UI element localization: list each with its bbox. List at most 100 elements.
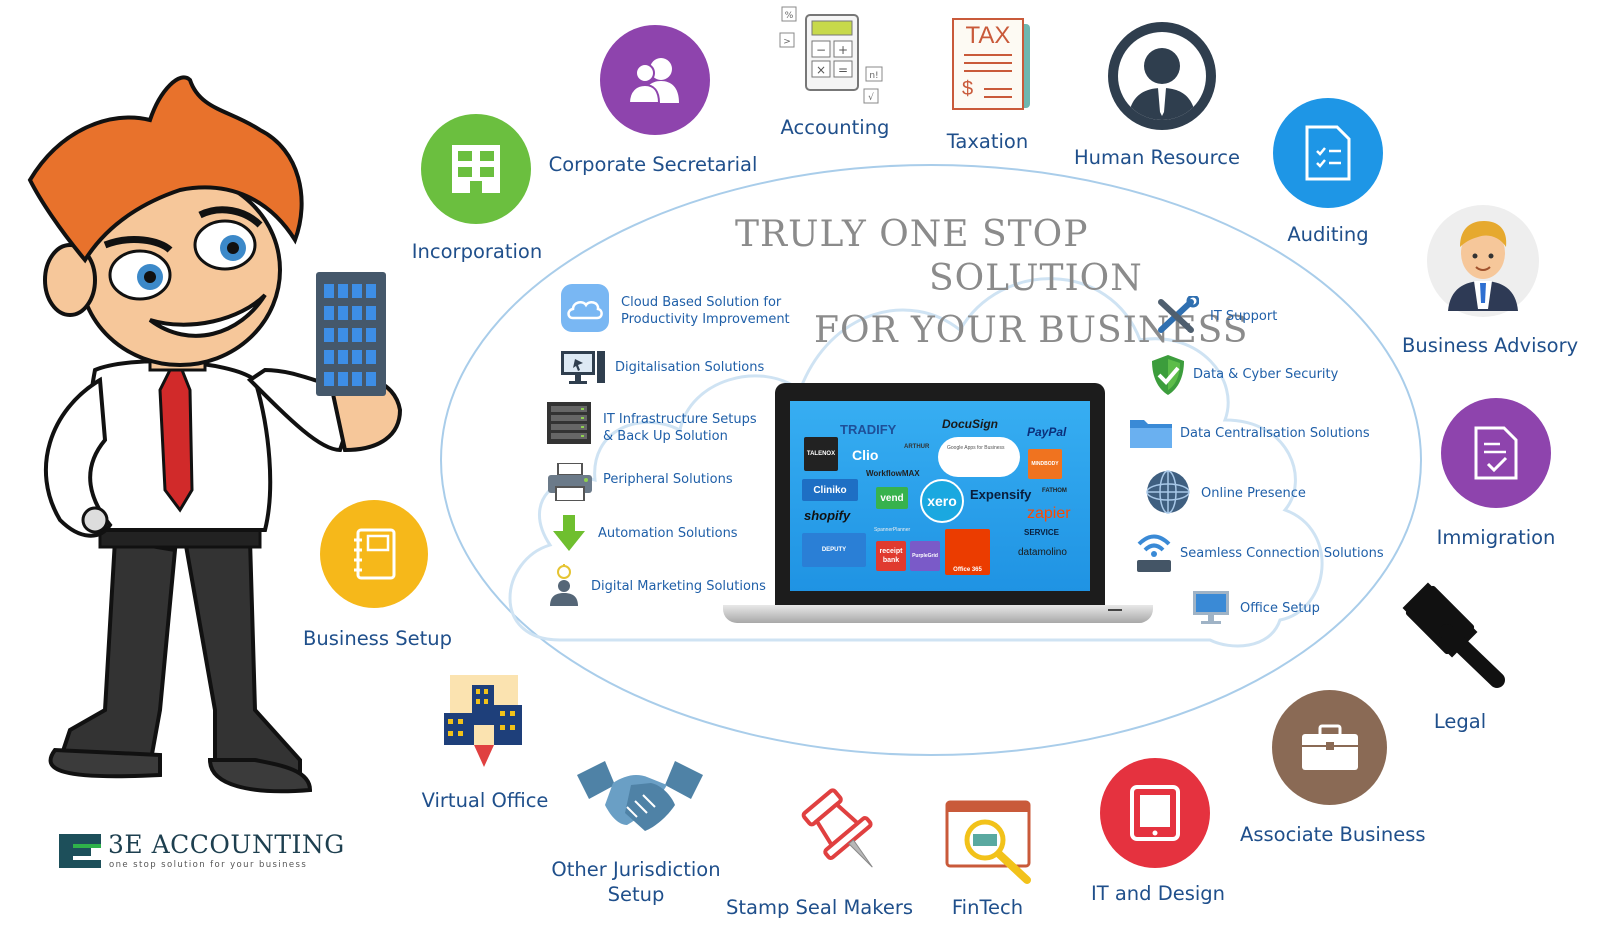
- tax-icon-text: TAX: [965, 22, 1011, 49]
- service-label-other-jurisdiction: Other Jurisdiction Setup: [548, 858, 724, 908]
- brand-tagline: one stop solution for your business: [109, 860, 308, 870]
- service-label-stamp-seal-makers: Stamp Seal Makers: [726, 896, 914, 919]
- solution-office-setup: Office Setup: [1240, 601, 1320, 616]
- globe-icon: [1146, 470, 1190, 514]
- svg-text:+: +: [838, 43, 848, 57]
- virtual-office-icon: [444, 675, 522, 767]
- brand-fathom: FATHOM: [1042, 488, 1067, 494]
- service-label-virtual-office: Virtual Office: [421, 789, 549, 812]
- brand-talenox: TALENOX: [804, 437, 838, 471]
- google-apps-cloud: [938, 437, 1020, 477]
- cartoon-businessman: [27, 75, 403, 794]
- solution-it-infra-line2: & Back Up Solution: [603, 429, 728, 444]
- svg-text:×: ×: [816, 63, 826, 77]
- brand-spanner: SpannerPlanner: [874, 527, 911, 533]
- laptop-base: [723, 605, 1153, 623]
- other-jurisdiction-line2: Setup: [607, 882, 665, 906]
- brand-name: 3E ACCOUNTING: [108, 830, 345, 859]
- headline-line2: Solution: [929, 258, 1143, 299]
- brand-service: SERVICE: [1024, 528, 1059, 537]
- solution-automation: Automation Solutions: [598, 526, 738, 541]
- solution-it-support: IT Support: [1210, 309, 1278, 324]
- svg-text:√: √: [868, 92, 874, 103]
- brand-zapier: zapier: [1027, 505, 1071, 522]
- incorporation-icon: [421, 114, 531, 224]
- cloud-icon: [561, 284, 609, 332]
- brand-vend: vend: [876, 487, 908, 509]
- solution-cloud-line1: Cloud Based Solution for: [621, 295, 782, 310]
- brand-mindbody: MINDBODY: [1028, 449, 1062, 479]
- associate-business-icon: [1272, 690, 1387, 805]
- person-avatar-icon: [1108, 22, 1216, 130]
- server-rack-icon: [547, 402, 591, 444]
- other-jurisdiction-line1: Other Jurisdiction: [551, 858, 721, 881]
- service-label-auditing: Auditing: [1287, 223, 1369, 246]
- building-icon: [316, 272, 386, 396]
- 3e-logo-mark: [59, 834, 101, 868]
- service-label-fintech: FinTech: [951, 896, 1024, 919]
- printer-icon: [548, 463, 592, 501]
- brand-office365: Office 365: [945, 529, 990, 575]
- pushpin-icon: [801, 788, 873, 868]
- service-label-taxation: Taxation: [946, 130, 1029, 153]
- tax-document-icon: TAX $: [952, 18, 1032, 110]
- it-support-tools-icon: [1158, 296, 1199, 333]
- corporate-secretarial-icon: [600, 25, 710, 135]
- business-advisor-avatar: [1427, 205, 1539, 317]
- svg-text:=: =: [838, 63, 848, 77]
- laptop-screen: TRADIFY DocuSign PayPal TALENOX Clio ART…: [790, 401, 1090, 591]
- svg-text:>: >: [783, 37, 791, 47]
- brand-arthur: ARTHUR: [904, 444, 930, 450]
- solution-data-cyber: Data & Cyber Security: [1193, 367, 1339, 382]
- service-label-accounting: Accounting: [780, 116, 890, 139]
- business-setup-icon: [320, 500, 428, 608]
- solution-data-centralisation: Data Centralisation Solutions: [1180, 426, 1370, 441]
- brand-paypal: PayPal: [1027, 425, 1067, 439]
- service-label-business-setup: Business Setup: [303, 627, 452, 650]
- svg-text:%: %: [785, 11, 794, 21]
- wifi-router-icon: [1137, 534, 1171, 572]
- solution-digital-marketing: Digital Marketing Solutions: [591, 579, 766, 594]
- brand-shopify: shopify: [804, 508, 851, 523]
- solution-online-presence: Online Presence: [1201, 486, 1306, 501]
- brand-google-apps: Google Apps for Business: [947, 445, 1005, 451]
- solution-digitalisation: Digitalisation Solutions: [615, 360, 765, 375]
- brand-datamolino: datamolino: [1018, 547, 1067, 558]
- handshake-icon: [577, 761, 703, 831]
- brand-docusign: DocuSign: [942, 417, 998, 431]
- digitalisation-icon: [561, 351, 605, 384]
- calculator-icon: − + × = % > n! √: [779, 6, 883, 104]
- solution-peripheral: Peripheral Solutions: [603, 472, 733, 487]
- solution-cloud-line2: Productivity Improvement: [621, 312, 790, 327]
- immigration-icon: [1441, 398, 1551, 508]
- desktop-monitor-icon: [1193, 591, 1229, 624]
- brand-workflowmax: WorkflowMAX: [866, 469, 920, 478]
- headline-line1: Truly One Stop: [735, 214, 1089, 255]
- down-arrow-icon: [553, 515, 585, 551]
- solution-it-infra-line1: IT Infrastructure Setups: [603, 412, 757, 427]
- service-label-it-and-design: IT and Design: [1090, 882, 1226, 905]
- brand-xero: xero: [920, 479, 964, 523]
- security-shield-icon: [1152, 355, 1184, 395]
- service-label-incorporation: Incorporation: [411, 240, 543, 263]
- svg-text:n!: n!: [869, 71, 878, 81]
- digital-marketing-icon: [550, 564, 578, 606]
- service-label-business-advisory: Business Advisory: [1402, 334, 1579, 357]
- brand-receipt-bank: receipt bank: [876, 541, 906, 571]
- service-label-legal: Legal: [1433, 710, 1487, 733]
- brand-cliniko: Cliniko: [802, 479, 858, 501]
- brand-expensify: Expensify: [970, 487, 1032, 502]
- service-label-corporate-secretarial: Corporate Secretarial: [548, 153, 758, 176]
- fintech-search-icon: [945, 800, 1031, 884]
- brand-purplegrid: PurpleGrid: [910, 541, 940, 571]
- folder-icon: [1130, 420, 1172, 448]
- service-label-immigration: Immigration: [1436, 526, 1556, 549]
- solution-seamless: Seamless Connection Solutions: [1180, 546, 1384, 561]
- it-design-icon: [1100, 758, 1210, 868]
- service-label-associate-business: Associate Business: [1240, 823, 1426, 846]
- auditing-icon: [1273, 98, 1383, 208]
- svg-text:−: −: [816, 43, 826, 57]
- gavel-icon: [1402, 582, 1505, 688]
- service-label-human-resource: Human Resource: [1074, 146, 1240, 169]
- laptop: TRADIFY DocuSign PayPal TALENOX Clio ART…: [775, 383, 1105, 606]
